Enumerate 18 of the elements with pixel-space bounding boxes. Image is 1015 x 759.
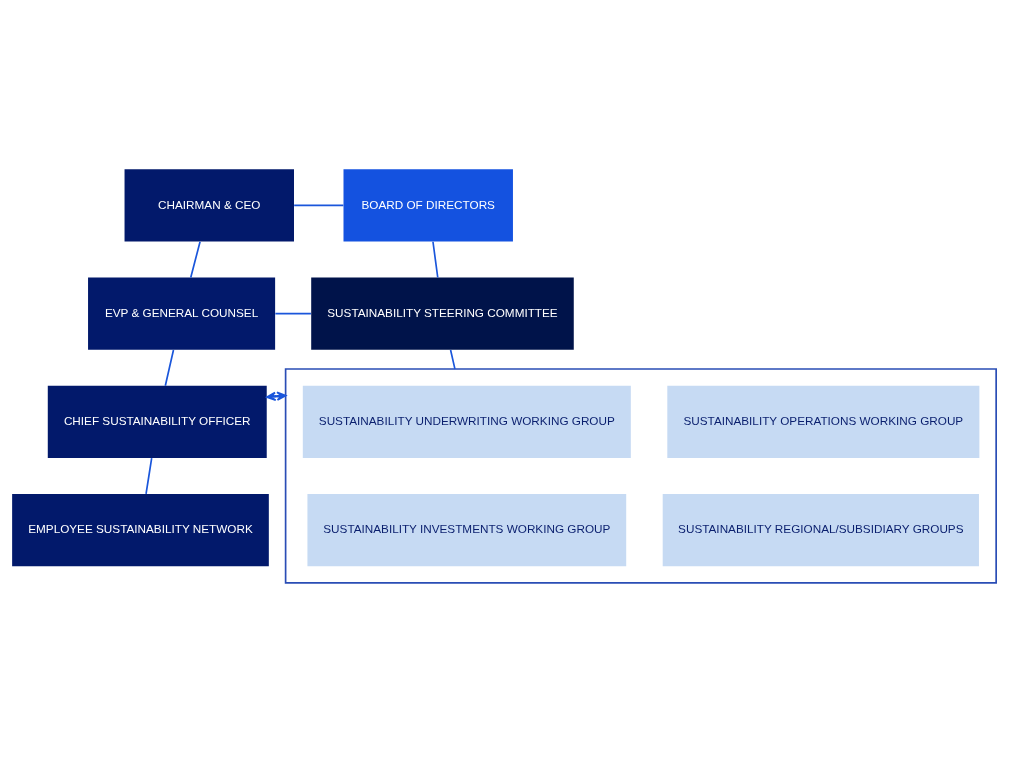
node-box: CHAIRMAN & CEO (124, 169, 294, 242)
connector (293, 204, 345, 207)
connector (274, 312, 312, 315)
node-box: EVP & GENERAL COUNSEL (88, 277, 276, 350)
node-box: SUSTAINABILITY STEERING COMMITTEE (311, 277, 574, 350)
node-box: CHIEF SUSTAINABILITY OFFICER (47, 385, 267, 458)
node-box: SUSTAINABILITY OPERATIONS WORKING GROUP (667, 385, 980, 458)
node-box: SUSTAINABILITY UNDERWRITING WORKING GROUP (302, 385, 631, 458)
connector (189, 240, 201, 279)
node-box: SUSTAINABILITY INVESTMENTS WORKING GROUP (307, 494, 627, 567)
node-box: SUSTAINABILITY REGIONAL/SUBSIDIARY GROUPS (662, 494, 979, 567)
connector (449, 349, 456, 370)
node-box: BOARD OF DIRECTORS (343, 169, 513, 242)
connector (164, 349, 175, 387)
cluster (284, 368, 997, 584)
connector (145, 457, 153, 495)
connector (432, 240, 439, 279)
node-box: EMPLOYEE SUSTAINABILITY NETWORK (12, 494, 269, 567)
